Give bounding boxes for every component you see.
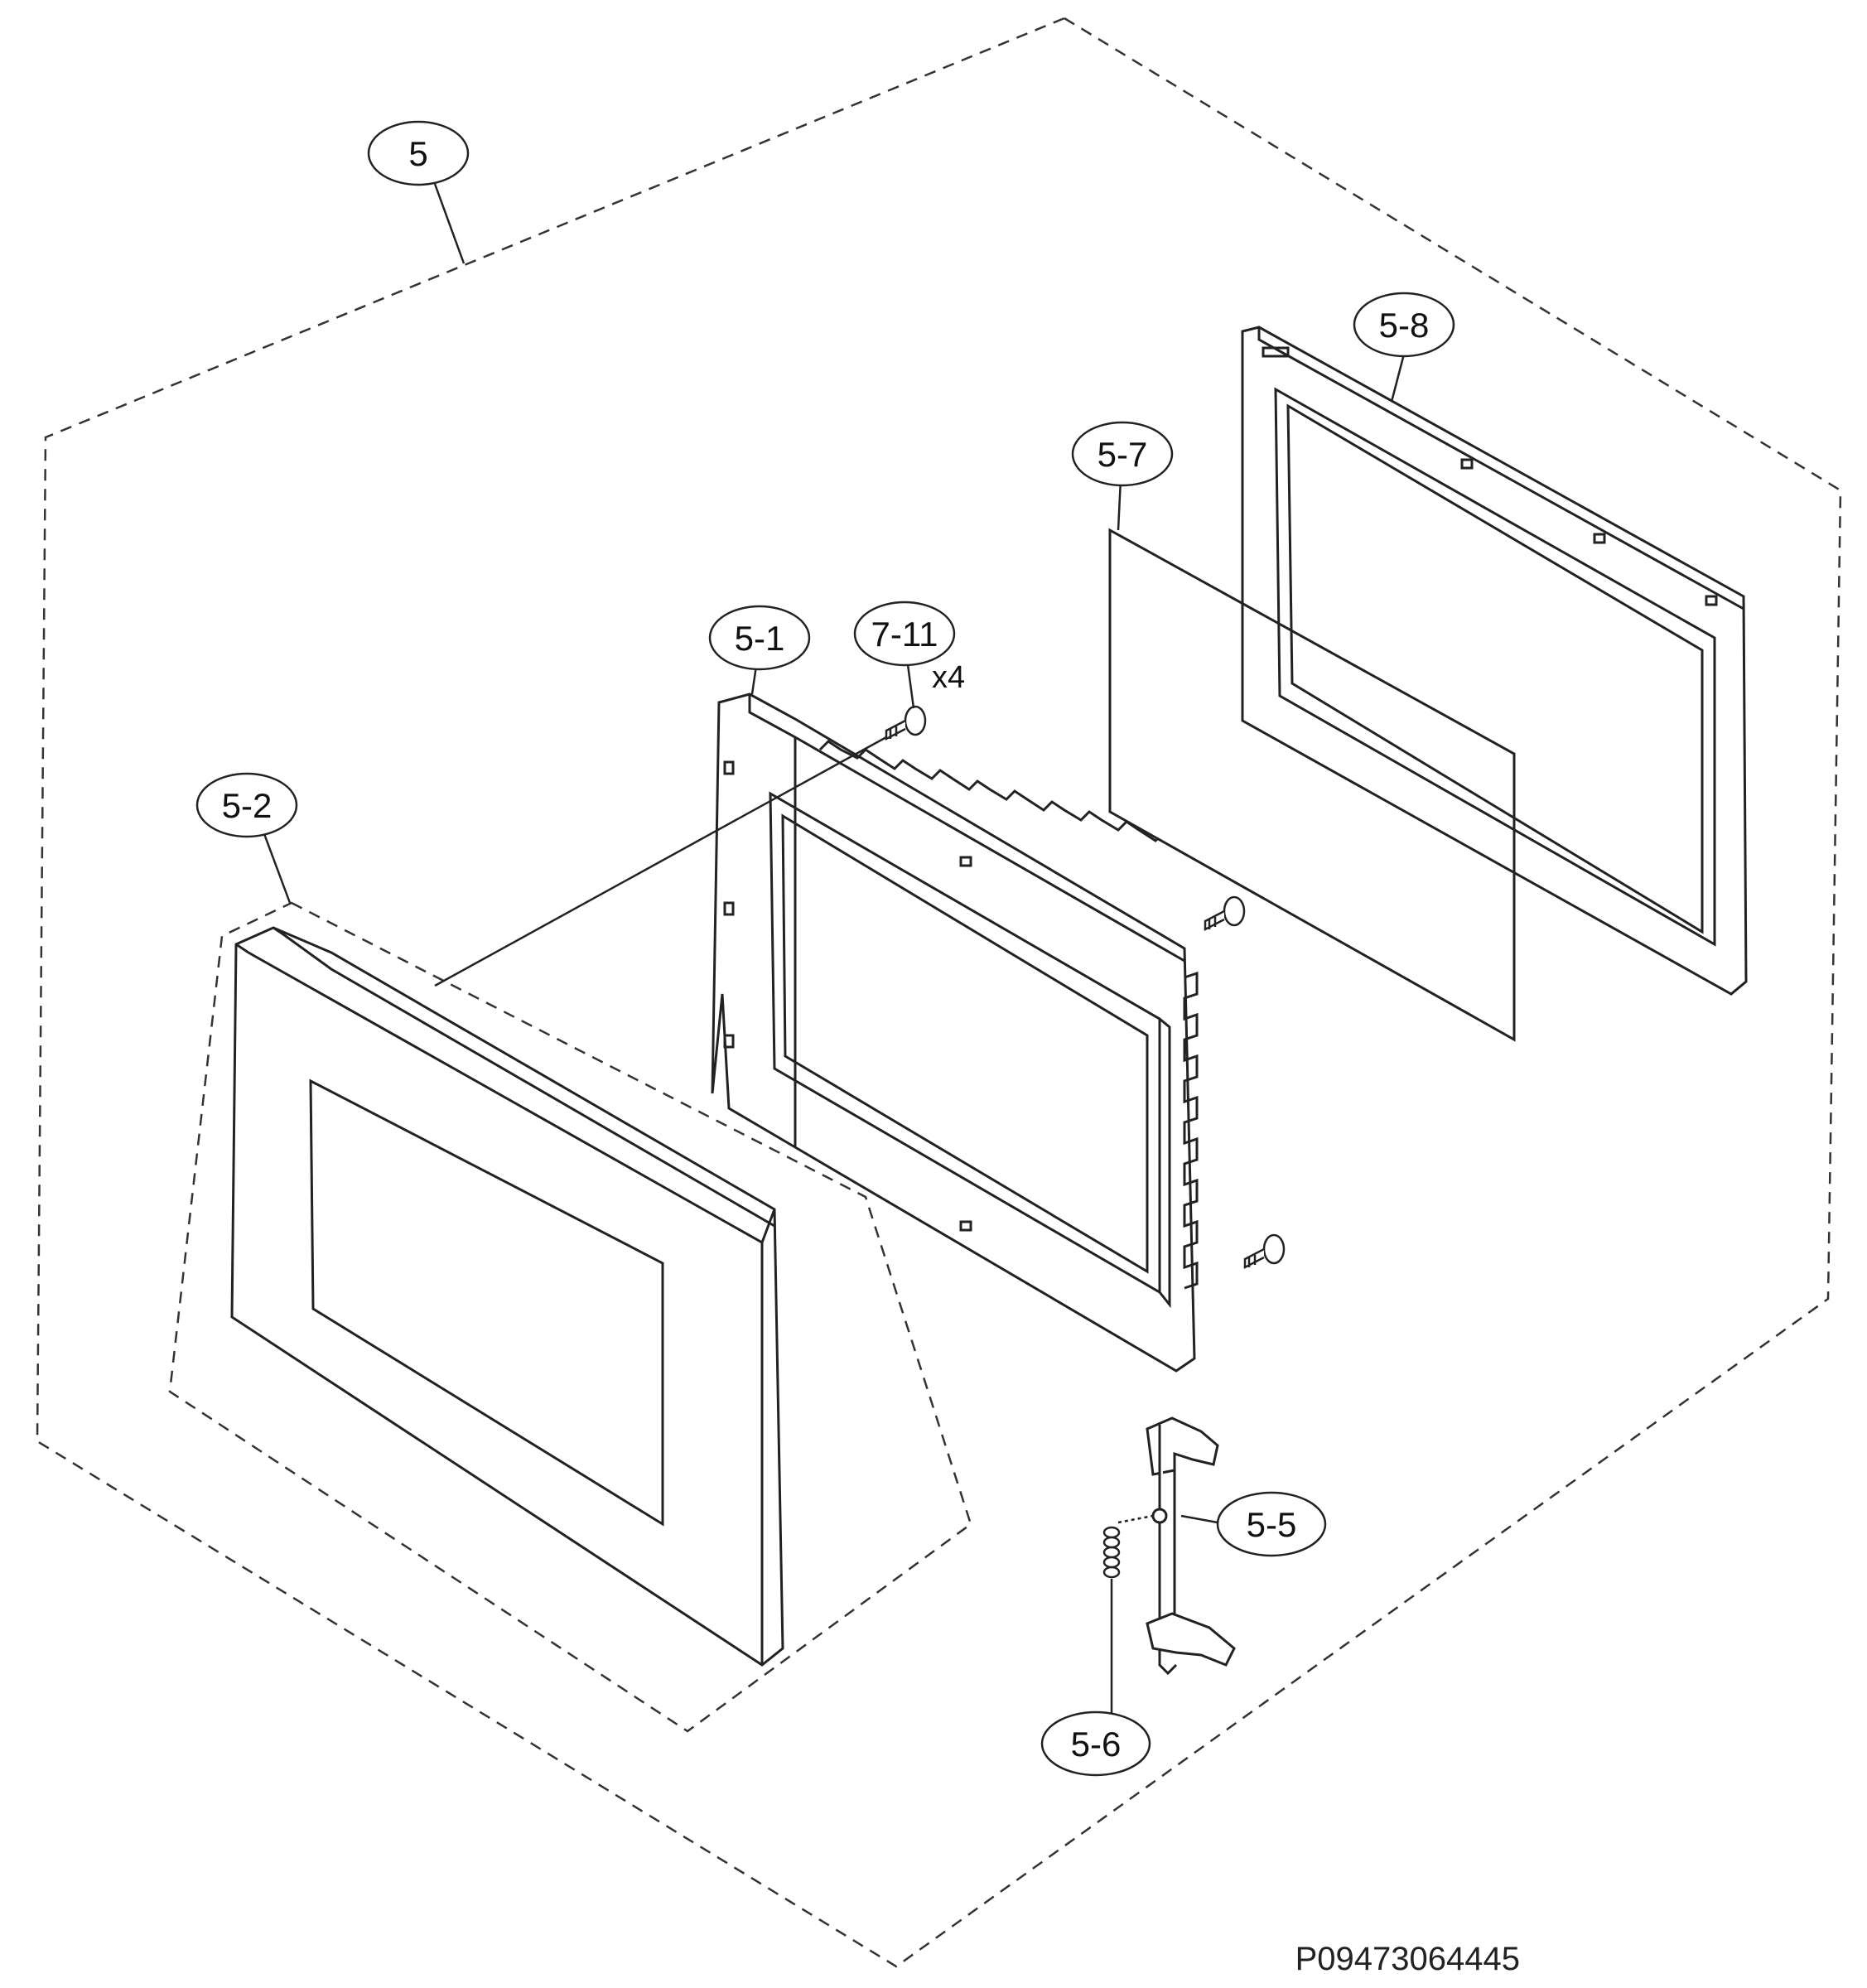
- callout-5-8: 5-8: [1353, 292, 1455, 358]
- screw-bottom: [1243, 1233, 1286, 1270]
- svg-text:5-6: 5-6: [1071, 1725, 1122, 1764]
- leader-lines: [259, 183, 1408, 1715]
- callout-5-6: 5-6: [1040, 1711, 1151, 1777]
- assembly-boundary: [36, 17, 1842, 1968]
- choke-cover-5-8: [1241, 326, 1748, 996]
- latch-hook-5-5: [1146, 1416, 1236, 1676]
- callout-5-7: 5-7: [1071, 421, 1174, 487]
- door-panel-5-2: [230, 926, 784, 1667]
- callout-5: 5: [367, 120, 470, 186]
- door-subassembly-boundary: [168, 901, 972, 1733]
- door-frame-5-1: [711, 692, 1199, 1373]
- callout-5-1: 5-1: [708, 605, 811, 671]
- svg-text:5: 5: [408, 134, 427, 173]
- part-code: P09473064445: [1295, 1941, 1520, 1977]
- window-glass-5-7: [1108, 528, 1516, 1042]
- svg-text:5-7: 5-7: [1098, 435, 1148, 474]
- svg-text:7-11: 7-11: [871, 615, 938, 654]
- callout-7-11: 7-11: [853, 601, 956, 667]
- callout-5-5: 5-5: [1216, 1491, 1327, 1557]
- callout-5-2: 5-2: [195, 772, 298, 838]
- svg-text:5-8: 5-8: [1379, 306, 1430, 345]
- screw-top: [885, 705, 927, 741]
- screw-quantity: x4: [932, 660, 965, 695]
- alignment-line: [434, 736, 887, 987]
- svg-text:5-2: 5-2: [222, 786, 273, 825]
- svg-text:5-1: 5-1: [735, 619, 785, 658]
- spring-5-6: [1102, 1514, 1154, 1579]
- svg-text:5-5: 5-5: [1247, 1505, 1297, 1544]
- screw-middle: [1204, 895, 1246, 932]
